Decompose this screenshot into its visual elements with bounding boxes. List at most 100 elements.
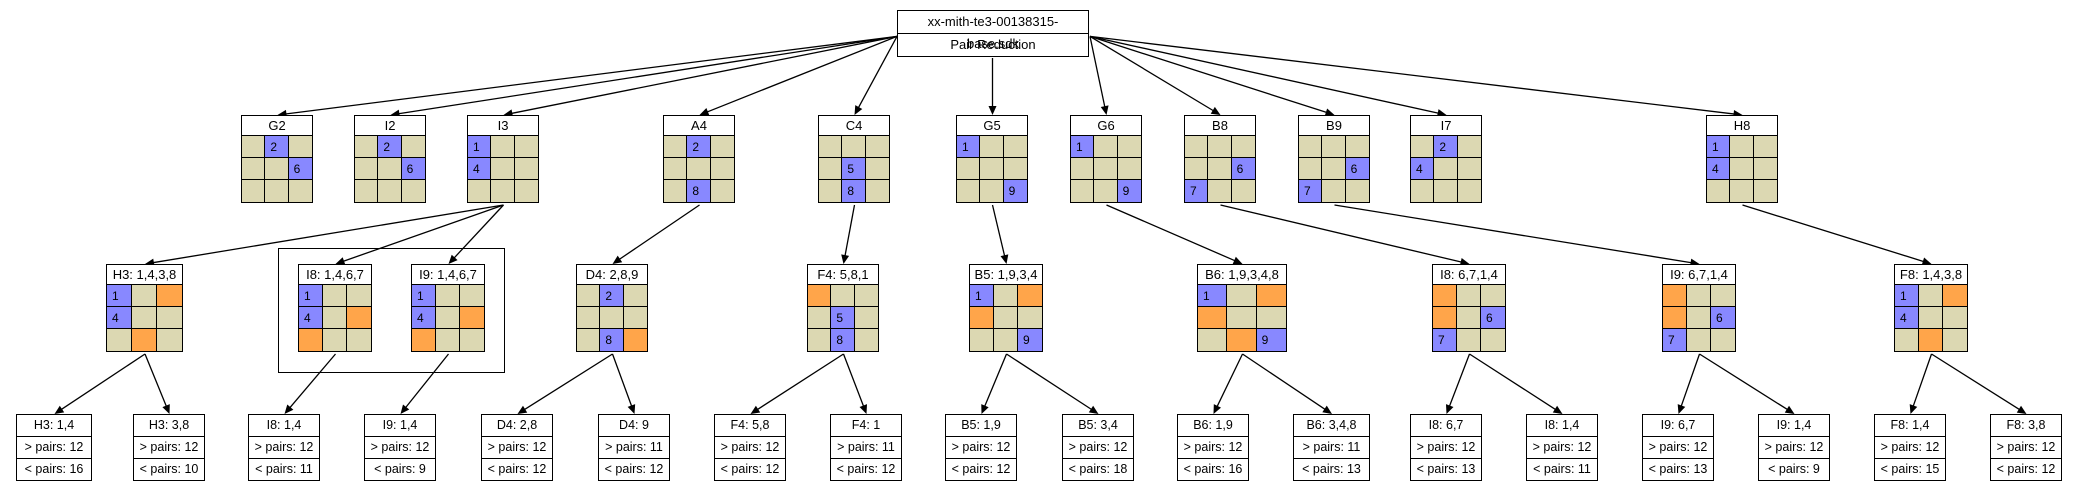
leaf-title: B6: 1,9 <box>1193 418 1233 432</box>
grid-cell <box>468 180 492 202</box>
edge-arrowhead <box>162 404 170 414</box>
leaf-node: D4: 9> pairs: 11< pairs: 12 <box>598 414 670 481</box>
grid-cell <box>854 329 878 351</box>
grid-cell: 2 <box>687 136 711 158</box>
grid-cell <box>157 285 182 307</box>
edge-i9b-l15 <box>1680 353 1701 407</box>
root-node: xx-mith-te3-00138315-base.sdk Pair Reduc… <box>897 10 1089 57</box>
leaf-title: I8: 6,7 <box>1428 418 1464 432</box>
grid-cell <box>1094 180 1118 202</box>
edge-g5-b5 <box>991 204 1006 257</box>
leaf-fewer-pairs: < pairs: 13 <box>1411 458 1481 480</box>
edge-root-c4 <box>857 36 898 109</box>
edge-arrowhead <box>854 105 863 115</box>
edge-arrowhead <box>1213 404 1222 414</box>
grid-cell <box>577 307 601 329</box>
grid-cell <box>242 136 266 158</box>
edge-i9b-l16 <box>1699 353 1789 411</box>
grid-cell <box>491 158 515 180</box>
grid-cell <box>1433 285 1457 307</box>
grid-cell <box>623 307 647 329</box>
grid-cell <box>1227 285 1257 307</box>
grid-cell <box>1711 285 1735 307</box>
grid-cell <box>347 307 371 329</box>
leaf-node: F8: 3,8> pairs: 12< pairs: 12 <box>1990 414 2062 481</box>
grid-cell <box>401 136 425 158</box>
leaf-more-pairs: > pairs: 12 <box>715 436 785 458</box>
grid-cell <box>132 307 157 329</box>
grid-cell <box>854 285 878 307</box>
grid-node-title: F8: 1,4,3,8 <box>1895 265 1967 285</box>
grid-cell <box>980 180 1004 202</box>
grid-cell <box>491 180 515 202</box>
leaf-fewer-pairs: < pairs: 9 <box>365 458 435 480</box>
grid-cell <box>854 307 878 329</box>
grid-cell <box>1753 158 1777 180</box>
leaf-node: F4: 5,8> pairs: 12< pairs: 12 <box>714 414 786 481</box>
grid-cell <box>460 285 484 307</box>
grid-cell <box>1687 307 1711 329</box>
grid-cell <box>819 136 843 158</box>
grid-node-title: I3 <box>468 116 538 136</box>
grid-cell <box>1753 136 1777 158</box>
edge-arrowhead <box>1459 258 1470 266</box>
edge-arrowhead <box>1324 108 1335 117</box>
grid-node-title: G2 <box>242 116 312 136</box>
edge-arrowhead <box>1921 257 1932 266</box>
grid-cell <box>107 329 132 351</box>
grid-cell <box>355 136 379 158</box>
grid-cell <box>412 329 436 351</box>
grid-cell <box>1434 158 1458 180</box>
leaf-node: F8: 1,4> pairs: 12< pairs: 15 <box>1874 414 1946 481</box>
grid-cell <box>808 285 832 307</box>
grid-cell <box>1198 329 1228 351</box>
leaf-fewer-pairs: < pairs: 13 <box>1643 458 1713 480</box>
edge-root-a4 <box>706 35 898 113</box>
grid-node-title: I2 <box>355 116 425 136</box>
grid-cell: 2 <box>600 285 624 307</box>
leaf-fewer-pairs: < pairs: 18 <box>1063 458 1133 480</box>
grid-cell <box>1018 285 1042 307</box>
grid-cell <box>1919 307 1943 329</box>
grid-cell <box>1094 136 1118 158</box>
grid-cell <box>1071 158 1095 180</box>
edge-f8-l18 <box>1931 353 2021 411</box>
edge-c4-f4 <box>844 204 856 257</box>
leaf-node: H3: 3,8> pairs: 12< pairs: 10 <box>133 414 205 481</box>
edge-arrowhead <box>335 257 346 265</box>
grid-node-title: G5 <box>957 116 1027 136</box>
grid-cell <box>460 307 484 329</box>
edge-arrowhead <box>1210 106 1221 115</box>
grid-cell <box>242 158 266 180</box>
leaf-node: H3: 1,4> pairs: 12< pairs: 16 <box>16 414 92 481</box>
grid-cell <box>1185 158 1209 180</box>
grid-cell <box>819 158 843 180</box>
leaf-node: B6: 3,4,8> pairs: 11< pairs: 13 <box>1293 414 1370 481</box>
grid-cell <box>1433 307 1457 329</box>
grid-cell <box>1185 136 1209 158</box>
grid-cell <box>600 307 624 329</box>
grid-cell: 4 <box>412 307 436 329</box>
grid-cell <box>1208 180 1232 202</box>
grid-cell <box>1943 329 1967 351</box>
grid-cell: 6 <box>401 158 425 180</box>
grid-cell <box>1730 136 1754 158</box>
grid-cell: 4 <box>1707 158 1731 180</box>
grid-cell: 6 <box>288 158 312 180</box>
grid-cell: 9 <box>1117 180 1141 202</box>
grid-cell <box>1256 285 1286 307</box>
